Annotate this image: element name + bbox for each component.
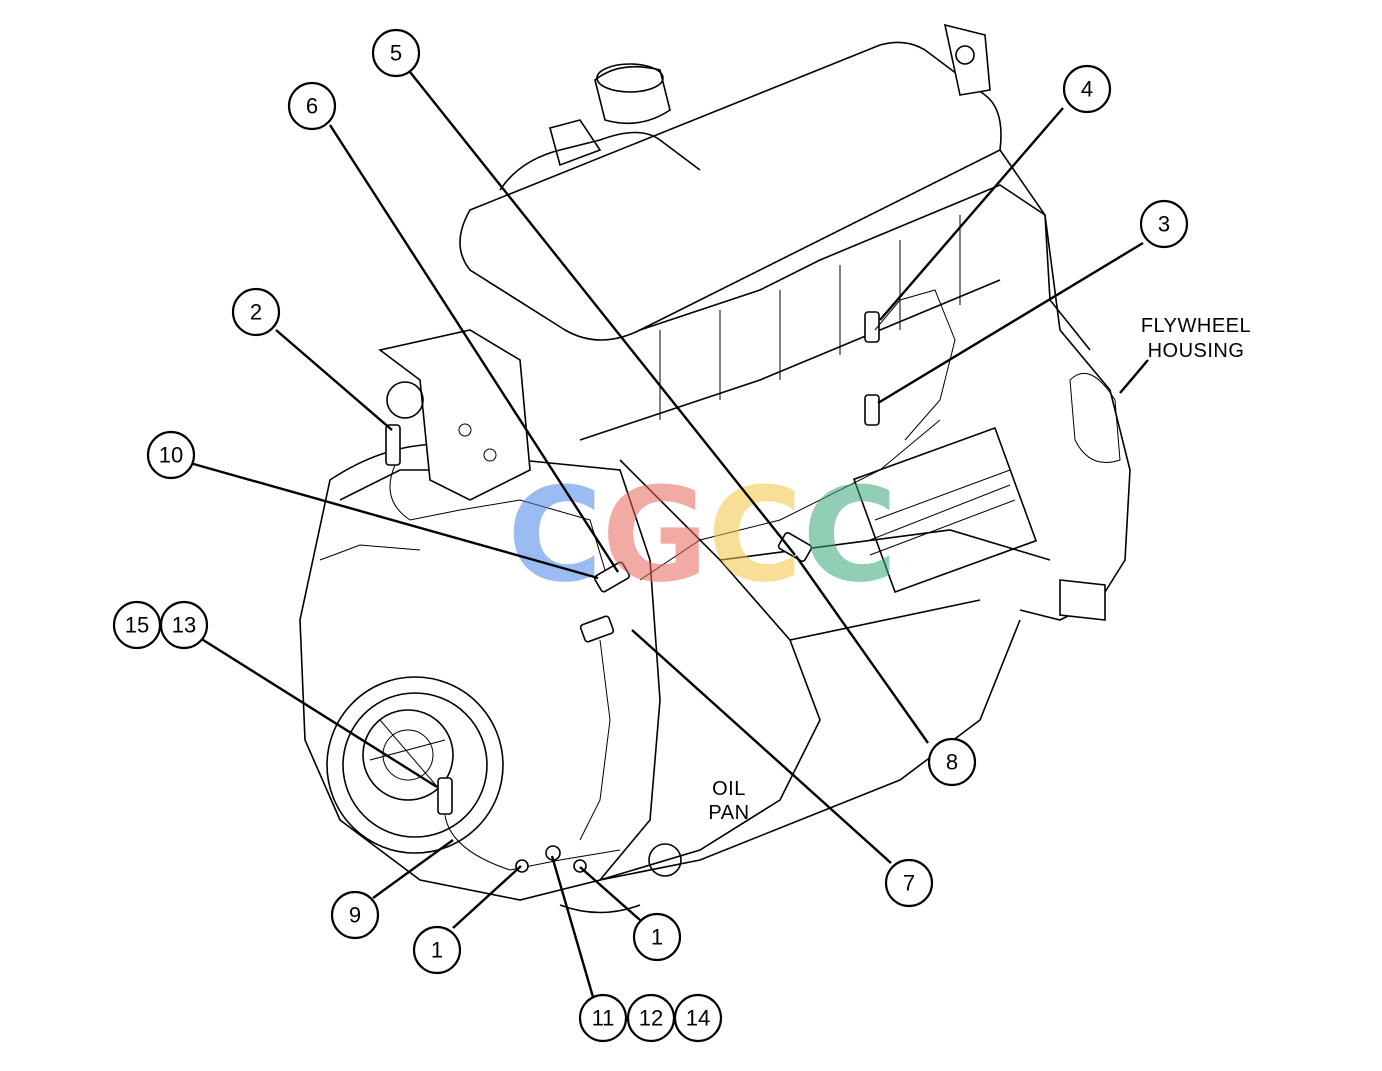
callout-14: 14 bbox=[673, 993, 723, 1043]
callout-8: 8 bbox=[927, 737, 977, 787]
callout-9: 9 bbox=[330, 890, 380, 940]
callout-2-label: 2 bbox=[250, 300, 262, 325]
callout-11-label: 11 bbox=[592, 1006, 615, 1031]
callout-7: 7 bbox=[884, 858, 934, 908]
callout-15-label: 15 bbox=[125, 613, 149, 638]
callout-4-label: 4 bbox=[1081, 77, 1093, 102]
callout-3-label: 3 bbox=[1158, 212, 1170, 237]
oil-pan-label-line2: PAN bbox=[708, 802, 749, 824]
callout-12-label: 12 bbox=[639, 1006, 663, 1031]
callout-1-left-label: 1 bbox=[431, 938, 443, 963]
callout-10: 10 bbox=[146, 430, 196, 480]
flywheel-label-line1: FLYWHEEL bbox=[1141, 315, 1251, 337]
oil-pan-label-line1: OIL bbox=[712, 778, 746, 800]
callout-5: 5 bbox=[371, 28, 421, 78]
callout-1-right-label: 1 bbox=[651, 925, 663, 950]
callout-10-label: 10 bbox=[159, 443, 183, 468]
watermark-letter-2: G bbox=[602, 459, 709, 611]
flywheel-housing-label: FLYWHEEL HOUSING bbox=[1141, 315, 1251, 362]
callout-13-label: 13 bbox=[172, 613, 196, 638]
callout-5-label: 5 bbox=[390, 41, 402, 66]
callout-1-left: 1 bbox=[412, 925, 462, 975]
callout-7-label: 7 bbox=[903, 871, 915, 896]
engine-drawing bbox=[299, 23, 1131, 914]
watermark: C G C C bbox=[507, 459, 897, 611]
callout-9-label: 9 bbox=[349, 903, 361, 928]
callout-6: 6 bbox=[287, 81, 337, 131]
callout-6-label: 6 bbox=[306, 94, 318, 119]
callout-8-label: 8 bbox=[946, 750, 958, 775]
callout-11: 11 bbox=[578, 993, 628, 1043]
callout-15: 15 bbox=[112, 600, 162, 650]
callout-14-label: 14 bbox=[686, 1006, 710, 1031]
callout-2: 2 bbox=[231, 287, 281, 337]
callout-13: 13 bbox=[159, 600, 209, 650]
callout-3: 3 bbox=[1139, 199, 1189, 249]
flywheel-label-line2: HOUSING bbox=[1148, 340, 1245, 362]
watermark-letter-4: C bbox=[802, 459, 897, 611]
callout-4: 4 bbox=[1062, 64, 1112, 114]
callout-12: 12 bbox=[626, 993, 676, 1043]
watermark-letter-1: C bbox=[507, 459, 602, 611]
oil-pan-label: OIL PAN bbox=[708, 778, 749, 824]
watermark-letter-3: C bbox=[707, 459, 802, 611]
callout-1-right: 1 bbox=[632, 912, 682, 962]
leader-lines bbox=[189, 71, 1149, 998]
